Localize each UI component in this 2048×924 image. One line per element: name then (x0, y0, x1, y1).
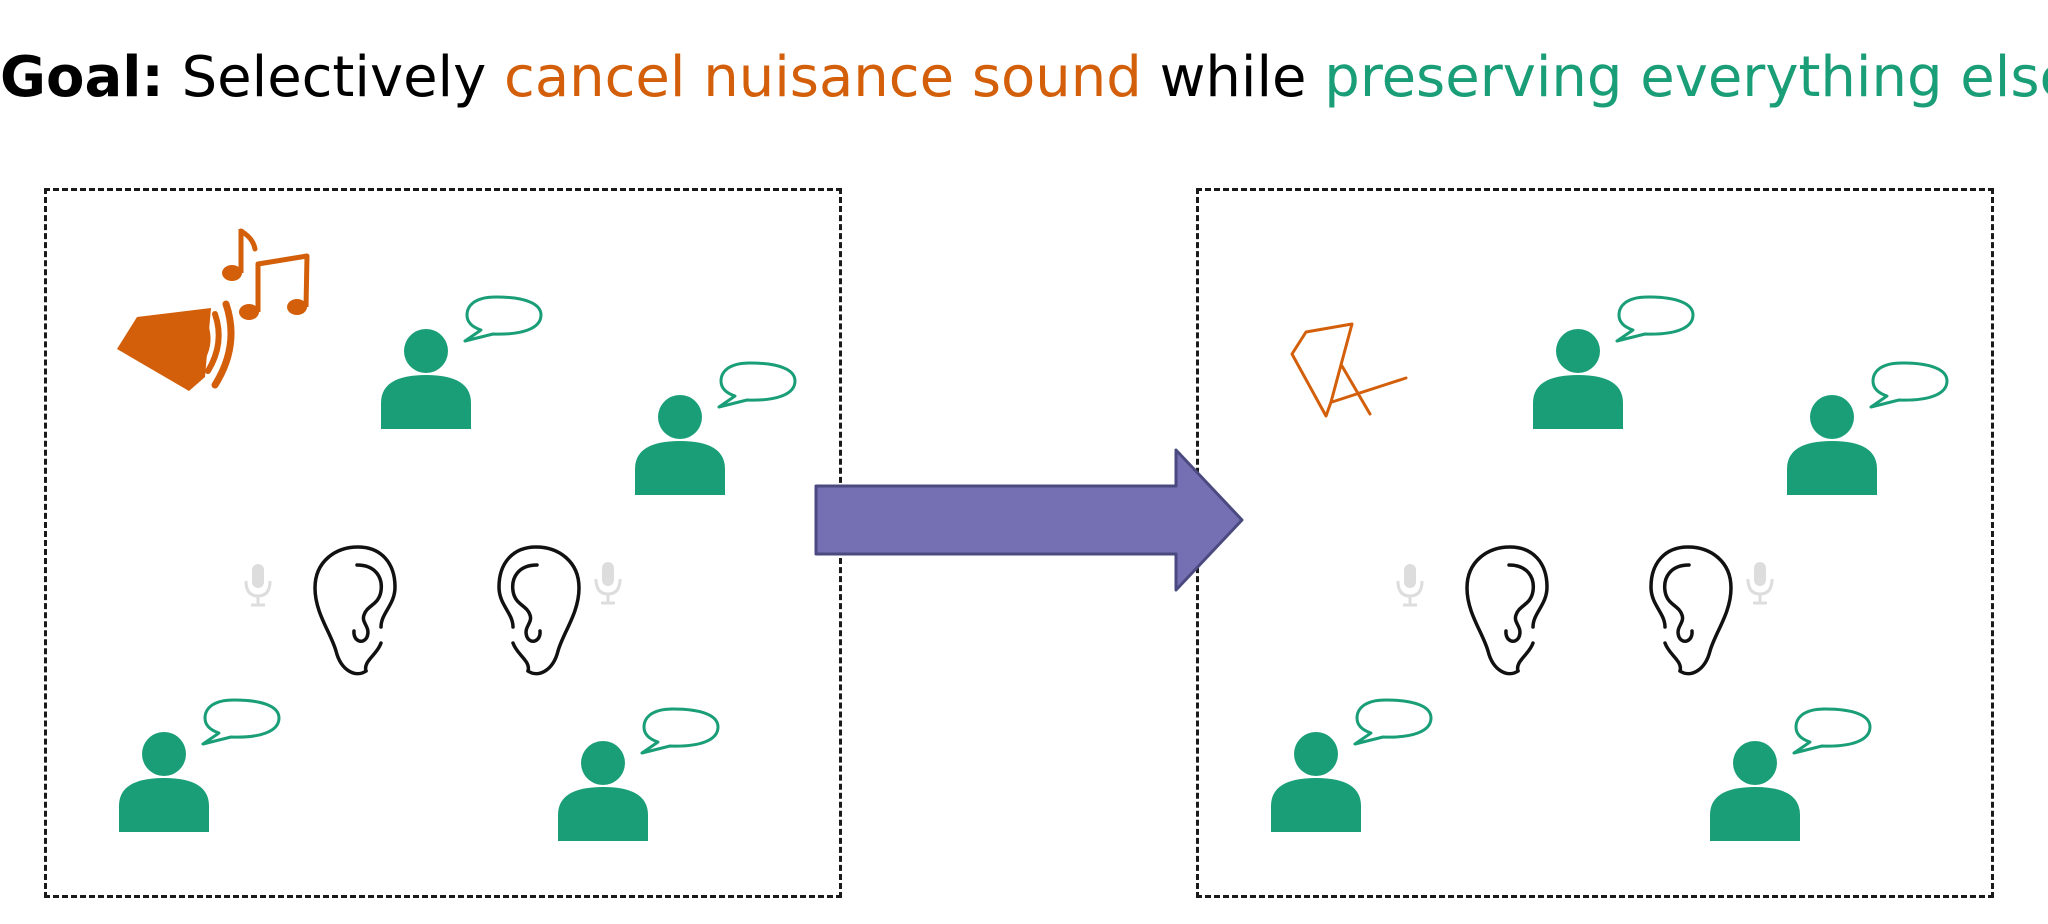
ear-icon (493, 543, 583, 683)
right-arrow (814, 448, 1244, 592)
title-lead: Goal: (0, 45, 164, 110)
microphone-icon (243, 563, 273, 609)
person-with-speech-bubble-icon (1787, 361, 1957, 501)
person-with-speech-bubble-icon (1710, 707, 1880, 847)
person-with-speech-bubble-icon (558, 707, 728, 847)
person-with-speech-bubble-icon (1533, 295, 1703, 435)
title-cancel-phrase: cancel nuisance sound (504, 45, 1142, 110)
page-title: Goal: Selectively cancel nuisance sound … (0, 40, 2048, 116)
microphone-icon (593, 561, 623, 607)
person-with-speech-bubble-icon (1271, 698, 1441, 838)
title-preserve-phrase: preserving everything else (1324, 45, 2048, 110)
person-with-speech-bubble-icon (119, 698, 289, 838)
before-panel (44, 188, 842, 898)
after-panel (1196, 188, 1994, 898)
person-with-speech-bubble-icon (381, 295, 551, 435)
muted-speaker-icon (1276, 310, 1416, 430)
microphone-icon (1395, 563, 1425, 609)
ear-icon (311, 543, 401, 683)
title-text-1: Selectively (163, 45, 505, 110)
speaker-with-music-notes-icon (112, 225, 322, 425)
ear-icon (1463, 543, 1553, 683)
ear-icon (1645, 543, 1735, 683)
title-text-2: while (1141, 45, 1325, 110)
microphone-icon (1745, 561, 1775, 607)
person-with-speech-bubble-icon (635, 361, 805, 501)
